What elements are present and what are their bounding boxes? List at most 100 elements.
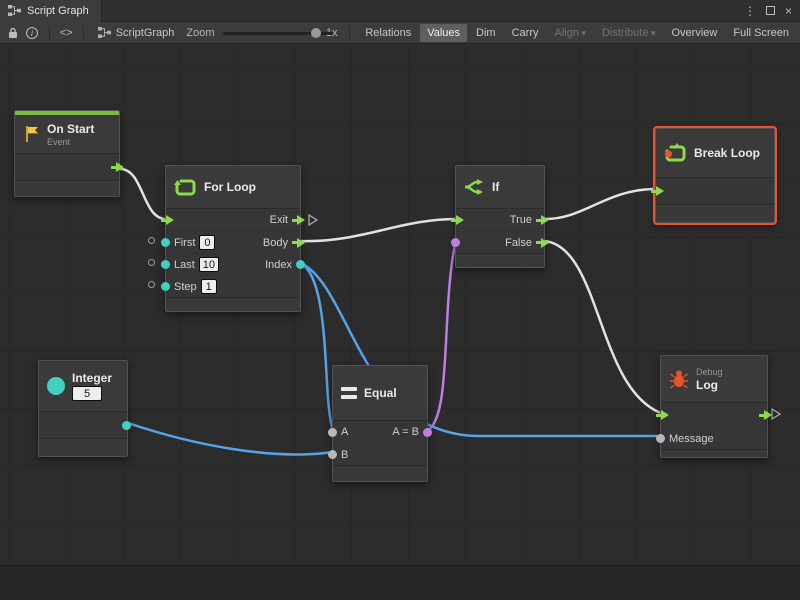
equal-a-label: A bbox=[341, 426, 349, 438]
graph-breadcrumb[interactable]: ScriptGraph bbox=[92, 27, 181, 39]
title-bar: Script Graph ⋮ × bbox=[0, 0, 800, 22]
on-start-footer bbox=[15, 180, 119, 196]
step-label: Step bbox=[174, 280, 197, 293]
zoom-slider-track bbox=[222, 31, 333, 35]
node-equal[interactable]: Equal A A = B B bbox=[328, 365, 432, 482]
for-loop-first-ghost-port[interactable] bbox=[148, 237, 155, 244]
relations-button[interactable]: Relations bbox=[365, 26, 412, 39]
step-value-field[interactable]: 1 bbox=[200, 279, 217, 294]
first-label: First bbox=[174, 236, 196, 249]
integer-value-field[interactable]: 5 bbox=[72, 386, 102, 401]
if-header: If bbox=[456, 166, 544, 208]
on-start-trigger-port[interactable] bbox=[111, 162, 124, 172]
info-icon[interactable]: i bbox=[23, 24, 40, 42]
branch-icon bbox=[464, 179, 483, 195]
log-message-port[interactable] bbox=[656, 434, 665, 443]
lock-icon[interactable] bbox=[4, 24, 21, 42]
debug-log-footer bbox=[661, 449, 767, 457]
false-label: False bbox=[505, 236, 532, 249]
distribute-dropdown[interactable]: Distribute bbox=[595, 24, 663, 42]
exit-label: Exit bbox=[269, 214, 288, 226]
first-value-field[interactable]: 0 bbox=[199, 235, 216, 250]
zoom-slider[interactable] bbox=[222, 26, 333, 40]
debug-log-header: Debug Log bbox=[661, 356, 767, 402]
node-break-loop[interactable]: Break Loop bbox=[651, 128, 775, 223]
dim-button[interactable]: Dim bbox=[476, 26, 496, 39]
on-start-subtitle: Event bbox=[47, 136, 71, 147]
toolbar-separator bbox=[48, 25, 50, 40]
integer-output-port[interactable] bbox=[122, 420, 131, 430]
integer-header: Integer 5 bbox=[39, 361, 127, 411]
integer-title: Integer bbox=[72, 371, 113, 385]
for-loop-enter-port[interactable] bbox=[161, 215, 174, 225]
for-loop-step-port[interactable] bbox=[161, 282, 170, 291]
window-tab-script-graph[interactable]: Script Graph bbox=[0, 0, 102, 22]
break-loop-enter-port[interactable] bbox=[651, 186, 664, 196]
canvas-bottom-strip bbox=[0, 565, 800, 600]
equal-b-label: B bbox=[341, 448, 349, 461]
equal-a-port[interactable] bbox=[328, 427, 337, 437]
on-start-header: On Start Event bbox=[15, 115, 119, 153]
tab-title: Script Graph bbox=[27, 4, 89, 17]
equal-title: Equal bbox=[364, 386, 397, 400]
equal-result-label: A = B bbox=[392, 426, 419, 438]
for-loop-title: For Loop bbox=[204, 180, 256, 194]
node-debug-log[interactable]: Debug Log Message bbox=[656, 355, 772, 458]
close-icon[interactable]: × bbox=[784, 3, 792, 18]
for-loop-last-port[interactable] bbox=[161, 260, 170, 269]
equal-result-port[interactable] bbox=[423, 427, 432, 437]
panel-menu-icon[interactable]: ⋮ bbox=[743, 3, 756, 18]
overview-button[interactable]: Overview bbox=[671, 26, 718, 39]
body-label: Body bbox=[262, 236, 288, 249]
node-on-start[interactable]: On Start Event bbox=[14, 110, 124, 197]
equal-footer bbox=[333, 465, 427, 481]
node-if[interactable]: If True False bbox=[451, 165, 549, 268]
if-condition-port[interactable] bbox=[451, 238, 460, 247]
if-true-port[interactable] bbox=[536, 215, 549, 225]
maximize-icon[interactable] bbox=[765, 6, 775, 15]
graph-name-label: ScriptGraph bbox=[115, 26, 175, 39]
if-false-port[interactable] bbox=[536, 237, 549, 248]
equal-b-port[interactable] bbox=[328, 450, 337, 459]
equal-header: Equal bbox=[333, 366, 427, 420]
node-integer[interactable]: Integer 5 bbox=[38, 360, 131, 457]
break-loop-header: Break Loop bbox=[656, 129, 774, 177]
log-exit-ghost-port[interactable] bbox=[771, 407, 782, 425]
log-exit-port[interactable] bbox=[759, 410, 772, 420]
for-loop-exit-ghost-port[interactable] bbox=[308, 213, 319, 231]
for-loop-header: For Loop bbox=[166, 166, 300, 208]
code-view-icon[interactable]: <> bbox=[59, 26, 73, 39]
on-start-title: On Start bbox=[47, 121, 95, 136]
toolbar-separator bbox=[82, 25, 84, 40]
break-loop-icon bbox=[664, 143, 686, 162]
bug-icon bbox=[670, 370, 688, 389]
zoom-label: Zoom bbox=[186, 26, 215, 39]
true-label: True bbox=[509, 214, 532, 226]
values-button[interactable]: Values bbox=[420, 23, 468, 42]
last-value-field[interactable]: 10 bbox=[198, 257, 220, 272]
flag-icon bbox=[26, 126, 38, 142]
carry-button[interactable]: Carry bbox=[511, 26, 539, 39]
for-loop-exit-port[interactable] bbox=[292, 215, 305, 225]
toolbar-separator bbox=[349, 25, 351, 40]
if-enter-port[interactable] bbox=[451, 215, 464, 225]
integer-footer bbox=[39, 438, 127, 456]
debug-log-title: Log bbox=[696, 377, 718, 392]
if-footer bbox=[456, 253, 544, 267]
loop-icon bbox=[174, 179, 196, 196]
for-loop-step-ghost-port[interactable] bbox=[148, 281, 155, 288]
equal-icon bbox=[341, 387, 357, 399]
break-loop-title: Break Loop bbox=[694, 146, 761, 160]
zoom-slider-handle[interactable] bbox=[310, 27, 321, 38]
for-loop-body-port[interactable] bbox=[292, 237, 305, 248]
for-loop-last-ghost-port[interactable] bbox=[148, 259, 155, 266]
for-loop-index-port[interactable] bbox=[296, 260, 305, 269]
index-label: Index bbox=[265, 258, 292, 271]
event-accent-bar bbox=[15, 111, 119, 115]
log-enter-port[interactable] bbox=[656, 410, 669, 420]
fullscreen-button[interactable]: Full Screen bbox=[733, 26, 789, 39]
for-loop-first-port[interactable] bbox=[161, 238, 170, 247]
align-dropdown[interactable]: Align bbox=[547, 24, 593, 42]
